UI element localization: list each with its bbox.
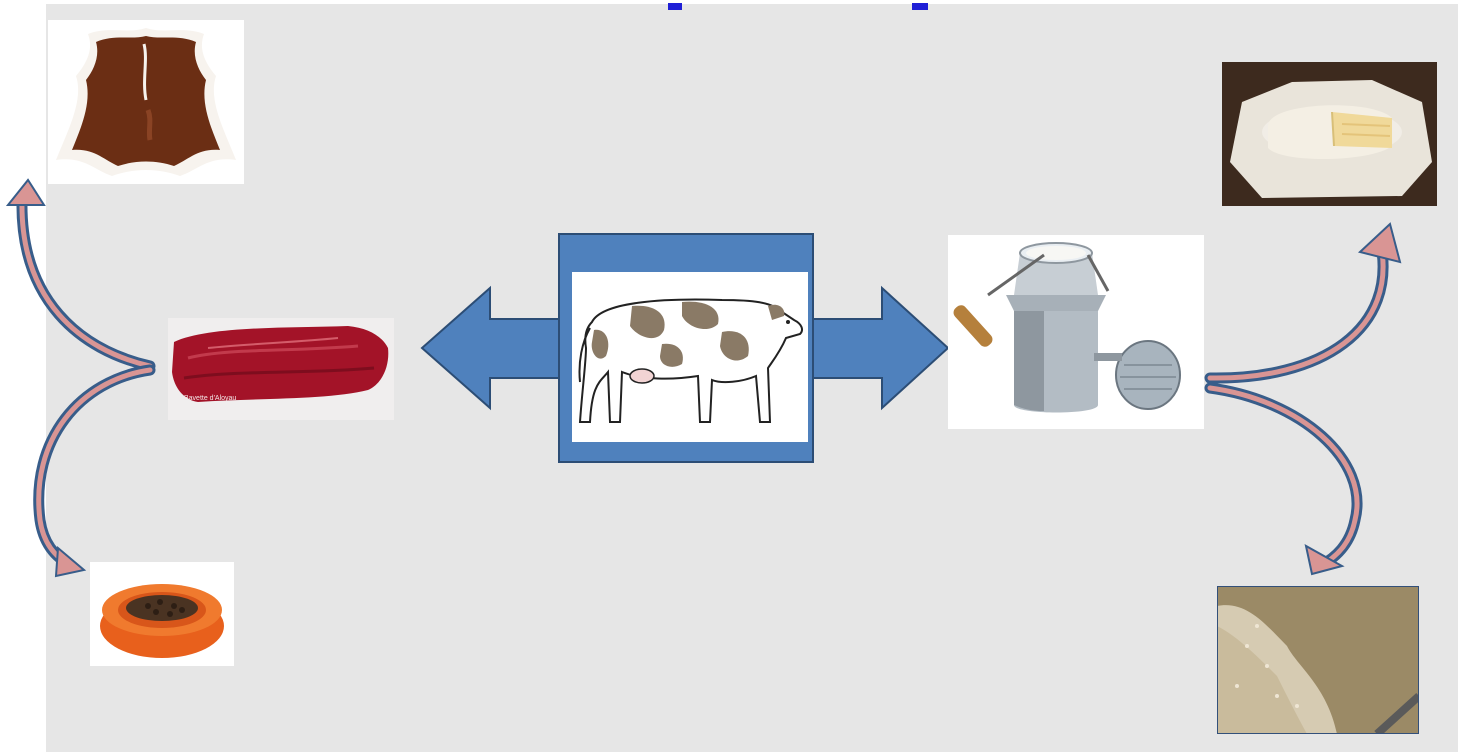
milk-can-icon [953,242,1181,413]
pet-food-image [90,562,234,666]
left-block-arrow [420,285,561,411]
cowhide-icon [56,28,236,176]
whey-icon [1217,586,1419,734]
meat-caption: Bavette d'Aloyau [184,395,236,402]
curve-meat-to-petfood [33,364,156,578]
cheese-image [1222,62,1437,206]
milk-can-image [948,235,1204,429]
right-block-arrow [809,285,950,411]
curve-meat-to-hide [5,178,156,372]
cow-icon [578,298,803,423]
whey-image [1217,586,1419,734]
cheese-icon [1222,62,1437,206]
slide-title-cropped [0,0,1458,10]
curve-milk-to-whey [1204,382,1363,576]
meat-icon: Bavette d'Aloyau [172,326,389,402]
cow-image [572,272,808,442]
curve-milk-to-cheese [1204,222,1402,384]
meat-image: Bavette d'Aloyau [168,318,394,420]
hide-image [48,20,244,184]
pet-food-bowl-icon [100,584,224,658]
